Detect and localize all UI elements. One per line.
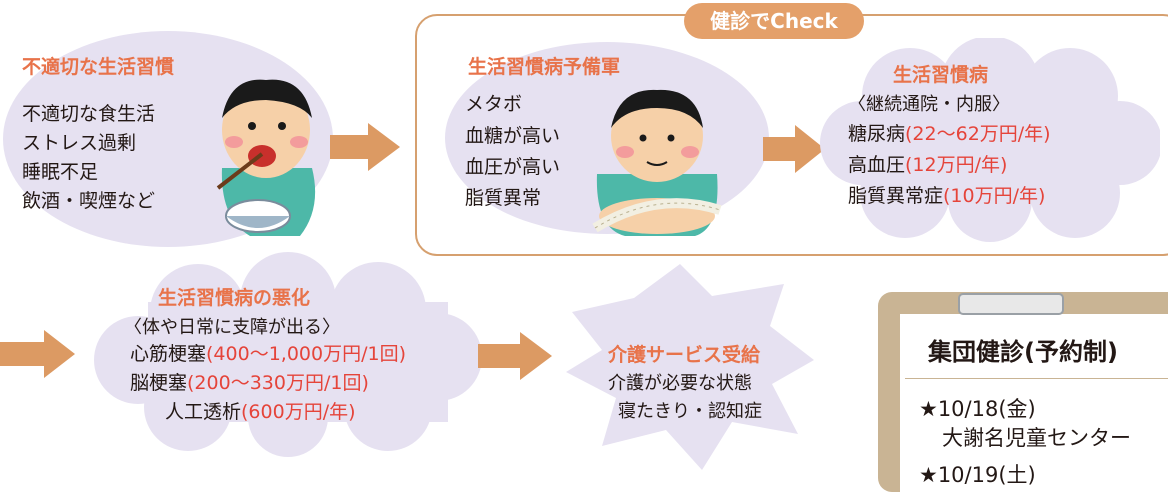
box5-title: 介護サービス受給 (608, 344, 761, 366)
box4-item-2: 脳梗塞(200〜330万円/1回) (130, 372, 369, 394)
clipboard-clip (958, 293, 1064, 315)
clipboard-entry-2-date: ★10/19(土) (919, 463, 1036, 487)
flow-arrow-3 (0, 330, 75, 378)
box4-subtitle: 〈体や日常に支障が出る〉 (124, 317, 340, 338)
box4-item-3: 人工透析(600万円/年) (165, 401, 356, 423)
box2-line-4: 脂質異常 (465, 187, 542, 209)
box1-line-2: ストレス過剰 (22, 132, 137, 154)
box2-line-1: メタボ (465, 93, 523, 115)
clipboard-title: 集団健診(予約制) (928, 338, 1118, 366)
clipboard-entry-1-date: ★10/18(金) (919, 397, 1036, 421)
health-check-tag: 健診でCheck (684, 3, 864, 39)
box3-subtitle: 〈継続通院・内服〉 (848, 94, 1010, 115)
worsening-cloud (94, 252, 482, 457)
box3-item-1: 糖尿病(22〜62万円/年) (848, 123, 1051, 145)
clipboard-paper (900, 314, 1168, 494)
man-measuring-waist-illustration (592, 89, 722, 236)
box2-title: 生活習慣病予備軍 (468, 56, 621, 78)
box2-line-3: 血圧が高い (465, 156, 561, 178)
box4-item-1: 心筋梗塞(400〜1,000万円/1回) (130, 343, 406, 365)
clipboard-entry-1-place: 大謝名児童センター (942, 426, 1131, 450)
box5-line-1: 介護が必要な状態 (608, 373, 752, 394)
box3-title: 生活習慣病 (893, 64, 989, 86)
box1-title: 不適切な生活習慣 (22, 56, 175, 78)
flow-arrow-4 (478, 332, 552, 380)
box1-line-1: 不適切な食生活 (22, 103, 156, 125)
box2-line-2: 血糖が高い (465, 125, 561, 147)
box5-line-2: 寝たきり・認知症 (618, 401, 762, 422)
box3-item-2: 高血圧(12万円/年) (848, 154, 1008, 176)
man-eating-illustration (216, 79, 316, 236)
box3-item-3: 脂質異常症(10万円/年) (848, 185, 1046, 207)
clipboard-divider (905, 378, 1168, 379)
box1-line-3: 睡眠不足 (22, 161, 99, 183)
care-starburst (566, 264, 814, 470)
disease-cloud (820, 38, 1160, 242)
box4-title: 生活習慣病の悪化 (158, 287, 311, 309)
box1-line-4: 飲酒・喫煙など (22, 190, 156, 212)
flow-arrow-2 (763, 125, 825, 173)
flow-arrow-1 (330, 123, 400, 171)
